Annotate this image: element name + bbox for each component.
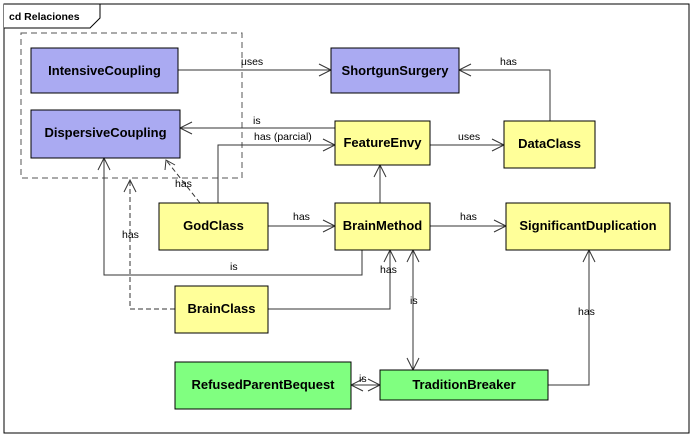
label-brain-dispersive: is: [230, 261, 238, 273]
node-dispersive-coupling[interactable]: DispersiveCoupling: [30, 109, 181, 159]
node-data-class[interactable]: DataClass: [503, 120, 596, 169]
node-brain-class-label: BrainClass: [188, 301, 256, 316]
node-intensive-coupling[interactable]: IntensiveCoupling: [30, 47, 179, 94]
node-tradition-breaker-label: TraditionBreaker: [412, 377, 515, 392]
arrowhead-dispersive-diagonal: [164, 159, 176, 171]
node-shotgun-surgery-label: ShortgunSurgery: [342, 63, 450, 78]
node-brain-method-label: BrainMethod: [343, 218, 423, 233]
arrowhead-dispersive-dashed: [123, 178, 137, 193]
node-refused-parent-bequest-label: RefusedParentBequest: [191, 377, 335, 392]
node-feature-envy-label: FeatureEnvy: [343, 135, 422, 150]
label-god-feature: has (parcial): [254, 131, 312, 143]
label-brainclass-brainmethod: has: [380, 264, 397, 276]
label-feature-dispersive: is: [253, 115, 261, 127]
label-brain-significant: has: [460, 211, 477, 223]
node-feature-envy[interactable]: FeatureEnvy: [334, 120, 431, 166]
node-god-class[interactable]: GodClass: [158, 202, 269, 251]
edge-tradition-significant: [548, 250, 590, 386]
node-tradition-breaker[interactable]: TraditionBreaker: [379, 369, 549, 401]
label-data-shotgun: has: [500, 56, 517, 68]
label-refused-tradition: is: [359, 373, 367, 385]
label-god-brain: has: [293, 211, 310, 223]
node-brain-method[interactable]: BrainMethod: [334, 202, 431, 251]
edge-god-dispersive: [165, 159, 201, 204]
node-brain-class[interactable]: BrainClass: [174, 285, 269, 334]
node-significant-duplication-label: SignificantDuplication: [519, 218, 656, 233]
edge-data-shotgun: [459, 69, 551, 121]
label-intensive-shotgun: uses: [241, 56, 263, 68]
label-feature-data: uses: [458, 131, 480, 143]
dispersive-group-boundary: [20, 32, 243, 179]
edge-brainclass-brainmethod: [268, 250, 391, 310]
node-intensive-coupling-label: IntensiveCoupling: [48, 63, 161, 78]
edge-brain-dispersive: [103, 158, 363, 276]
node-significant-duplication[interactable]: SignificantDuplication: [505, 202, 671, 251]
label-brainclass-dispersive: has: [122, 229, 139, 241]
edge-brainclass-dispersive: [129, 180, 175, 310]
node-dispersive-coupling-label: DispersiveCoupling: [44, 125, 166, 140]
frame-title: cd Relaciones: [9, 11, 80, 23]
node-data-class-label: DataClass: [518, 136, 581, 151]
label-tradition-significant: has: [578, 306, 595, 318]
node-god-class-label: GodClass: [183, 218, 244, 233]
label-god-dispersive: has: [175, 178, 192, 190]
label-tradition-brainmethod: is: [410, 295, 418, 307]
node-shotgun-surgery[interactable]: ShortgunSurgery: [330, 47, 460, 94]
node-refused-parent-bequest[interactable]: RefusedParentBequest: [174, 361, 352, 410]
frame-tab: [4, 3, 101, 29]
edge-god-feature: [217, 144, 335, 203]
